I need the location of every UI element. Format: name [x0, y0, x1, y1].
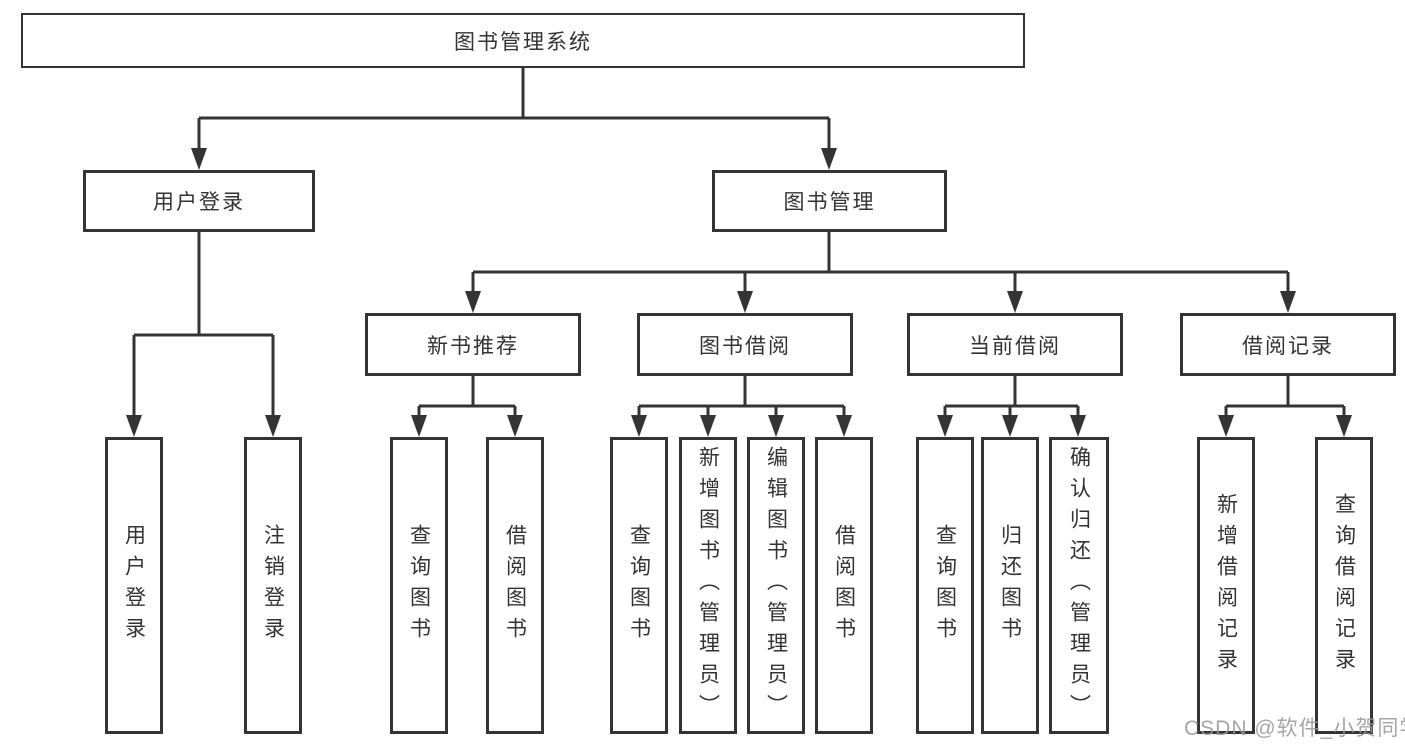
leaf-newrec-borrow-books-label: 借阅图书 — [503, 523, 527, 648]
leaf-borrow-add-books-admin: 新增图书（管理员） — [679, 437, 737, 734]
leaf-newrec-borrow-books: 借阅图书 — [486, 437, 544, 734]
leaf-current-return-books-label: 归还图书 — [998, 523, 1022, 648]
node-user-login: 用户登录 — [83, 170, 315, 232]
node-borrowing-records-label: 借阅记录 — [1242, 334, 1334, 358]
node-book-borrowing: 图书借阅 — [637, 313, 853, 376]
leaf-borrow-edit-books-admin-label: 编辑图书（管理员） — [764, 446, 788, 725]
node-book-borrowing-label: 图书借阅 — [699, 334, 791, 358]
arrowheads — [126, 148, 1352, 437]
leaf-user-login-label: 用户登录 — [122, 523, 146, 648]
leaf-borrow-borrow-books: 借阅图书 — [815, 437, 873, 734]
leaf-logout-label: 注销登录 — [261, 523, 285, 648]
node-new-book-recommend-label: 新书推荐 — [427, 334, 519, 358]
node-book-management: 图书管理 — [712, 170, 947, 232]
leaf-records-query-record: 查询借阅记录 — [1315, 437, 1373, 734]
leaf-borrow-query-books-label: 查询图书 — [627, 523, 651, 648]
node-user-login-label: 用户登录 — [153, 191, 245, 214]
leaf-user-login: 用户登录 — [105, 437, 163, 734]
node-root: 图书管理系统 — [21, 13, 1025, 68]
csdn-watermark: CSDN @软件_小贺同学 — [1184, 717, 1405, 740]
leaf-current-confirm-return-admin: 确认归还（管理员） — [1049, 437, 1109, 734]
leaf-records-add-record: 新增借阅记录 — [1197, 437, 1255, 734]
leaf-current-query-books-label: 查询图书 — [933, 523, 957, 648]
leaf-newrec-query-books-label: 查询图书 — [407, 523, 431, 648]
node-root-label: 图书管理系统 — [454, 30, 592, 54]
node-current-borrowing: 当前借阅 — [907, 313, 1123, 376]
leaf-newrec-query-books: 查询图书 — [390, 437, 448, 734]
leaf-current-confirm-return-admin-label: 确认归还（管理员） — [1067, 446, 1091, 725]
node-new-book-recommend: 新书推荐 — [365, 313, 581, 376]
node-book-management-label: 图书管理 — [783, 191, 876, 214]
leaf-records-query-record-label: 查询借阅记录 — [1332, 492, 1356, 679]
leaf-current-query-books: 查询图书 — [916, 437, 974, 734]
leaf-logout: 注销登录 — [244, 437, 302, 734]
node-borrowing-records: 借阅记录 — [1180, 313, 1396, 376]
leaf-borrow-edit-books-admin: 编辑图书（管理员） — [747, 437, 805, 734]
leaf-records-add-record-label: 新增借阅记录 — [1214, 492, 1238, 679]
node-current-borrowing-label: 当前借阅 — [969, 334, 1061, 358]
leaf-borrow-borrow-books-label: 借阅图书 — [832, 523, 856, 648]
leaf-borrow-query-books: 查询图书 — [610, 437, 668, 734]
leaf-current-return-books: 归还图书 — [981, 437, 1039, 734]
leaf-borrow-add-books-admin-label: 新增图书（管理员） — [696, 446, 720, 725]
